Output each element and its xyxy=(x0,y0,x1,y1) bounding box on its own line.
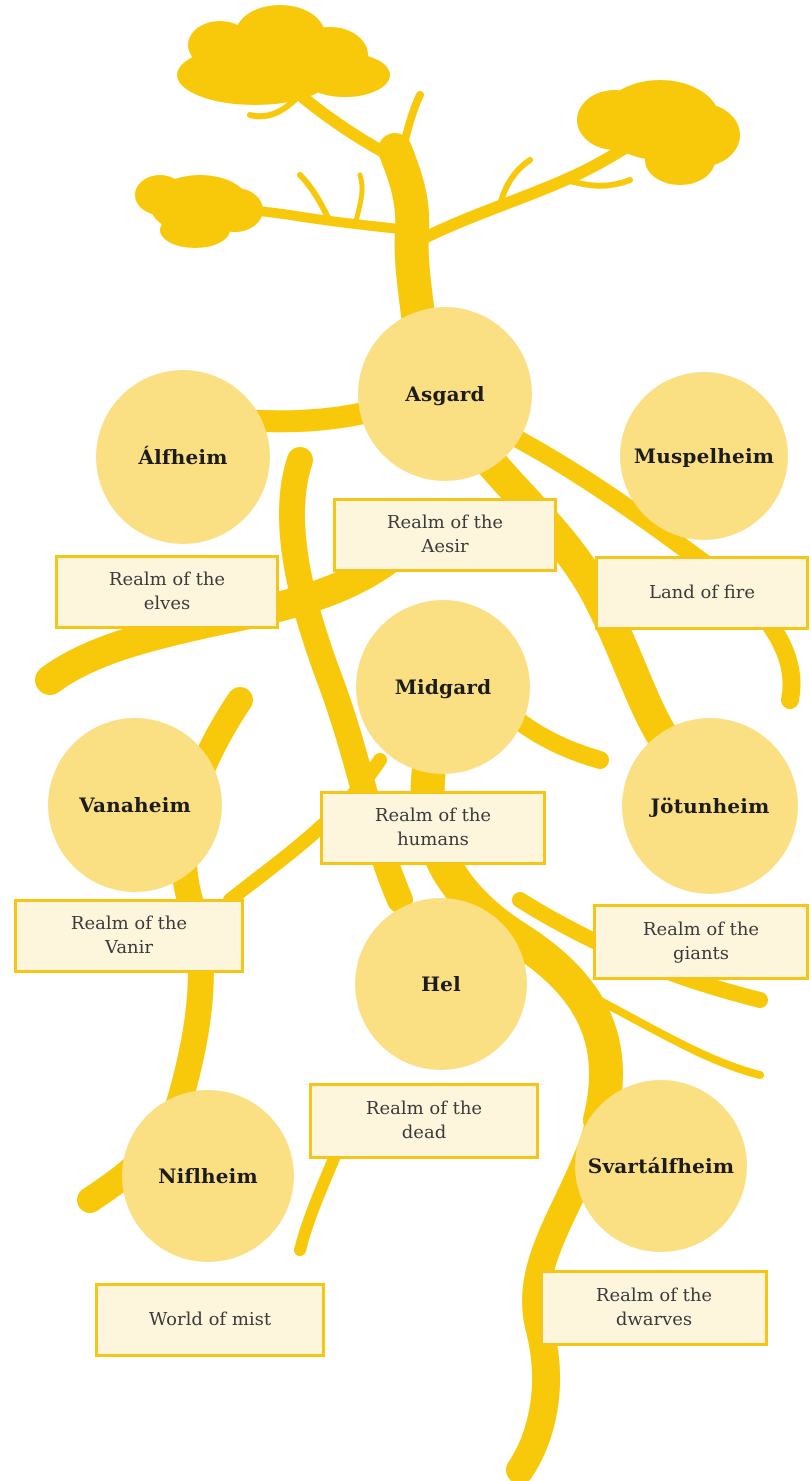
realm-label-asgard: Realm of the Aesir xyxy=(333,498,557,572)
realm-label-niflheim: World of mist xyxy=(95,1283,325,1357)
realm-circle-svartalfheim: Svartálfheim xyxy=(575,1080,747,1252)
realm-name-jotunheim: Jötunheim xyxy=(650,794,770,818)
realm-label-hel: Realm of the dead xyxy=(309,1083,539,1159)
tree-canopy xyxy=(135,5,740,248)
realm-desc-jotunheim: Realm of the giants xyxy=(642,919,760,964)
realm-label-alfheim: Realm of the elves xyxy=(55,555,279,629)
realm-desc-midgard: Realm of the humans xyxy=(374,805,492,850)
realm-name-midgard: Midgard xyxy=(394,675,492,699)
realm-circle-vanaheim: Vanaheim xyxy=(48,718,222,892)
realm-name-asgard: Asgard xyxy=(405,382,485,406)
realm-circle-niflheim: Niflheim xyxy=(122,1090,294,1262)
realm-label-midgard: Realm of the humans xyxy=(320,791,546,865)
realm-circle-jotunheim: Jötunheim xyxy=(622,718,798,894)
realm-name-alfheim: Álfheim xyxy=(138,445,228,469)
realm-desc-svartalfheim: Realm of the dwarves xyxy=(595,1285,713,1330)
realm-label-jotunheim: Realm of the giants xyxy=(593,904,809,980)
realm-label-svartalfheim: Realm of the dwarves xyxy=(540,1270,768,1346)
realm-desc-asgard: Realm of the Aesir xyxy=(386,512,504,557)
realm-desc-hel: Realm of the dead xyxy=(365,1098,483,1143)
realm-label-muspelheim: Land of fire xyxy=(595,556,809,630)
realm-circle-hel: Hel xyxy=(355,898,527,1070)
realm-name-hel: Hel xyxy=(421,972,461,996)
realm-circle-midgard: Midgard xyxy=(356,600,530,774)
realm-name-muspelheim: Muspelheim xyxy=(633,444,775,468)
realm-name-vanaheim: Vanaheim xyxy=(79,793,191,817)
realm-desc-vanaheim: Realm of the Vanir xyxy=(70,913,188,958)
realm-name-niflheim: Niflheim xyxy=(158,1164,258,1188)
realm-desc-niflheim: World of mist xyxy=(148,1309,272,1330)
realm-desc-alfheim: Realm of the elves xyxy=(108,569,226,614)
realm-circle-alfheim: Álfheim xyxy=(96,370,270,544)
realm-label-vanaheim: Realm of the Vanir xyxy=(14,899,244,973)
realm-circle-muspelheim: Muspelheim xyxy=(620,372,788,540)
realm-circle-asgard: Asgard xyxy=(358,307,532,481)
realm-desc-muspelheim: Land of fire xyxy=(648,582,755,603)
realm-name-svartalfheim: Svartálfheim xyxy=(587,1154,735,1178)
